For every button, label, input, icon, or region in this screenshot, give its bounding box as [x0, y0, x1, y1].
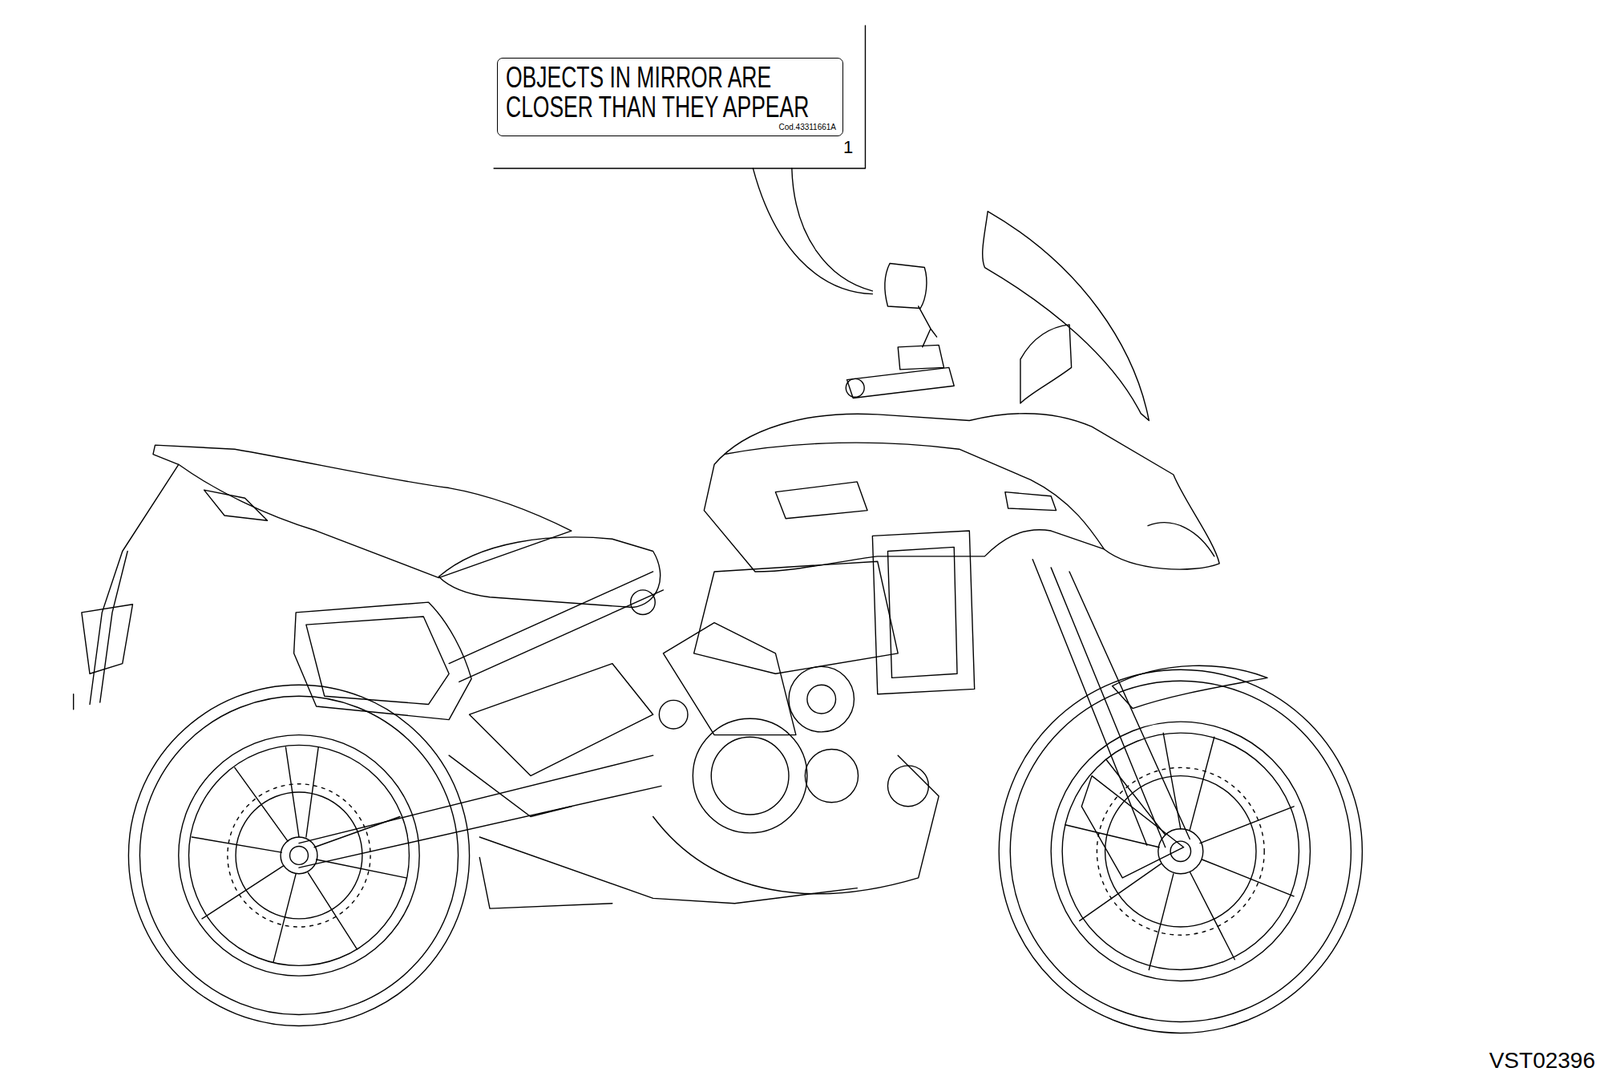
drawing-code: VST02396 — [1489, 1048, 1596, 1074]
callout-number: 1 — [843, 137, 853, 158]
front-fork — [1032, 559, 1268, 878]
engine — [479, 589, 939, 909]
leader-line — [791, 168, 873, 291]
decal-label: OBJECTS IN MIRROR ARE CLOSER THAN THEY A… — [496, 57, 844, 137]
front-wheel — [998, 669, 1362, 1033]
decal-text: OBJECTS IN MIRROR ARE CLOSER THAN THEY A… — [505, 62, 837, 122]
tail-section — [73, 444, 572, 710]
leader-line — [493, 25, 865, 169]
part-code: Cod.43311661A — [505, 122, 837, 133]
exhaust — [294, 602, 472, 720]
seat — [438, 537, 660, 608]
frame — [298, 571, 663, 868]
windscreen — [982, 211, 1150, 421]
leader-line — [752, 168, 873, 295]
mirror — [845, 262, 954, 398]
rear-wheel — [128, 684, 469, 1026]
